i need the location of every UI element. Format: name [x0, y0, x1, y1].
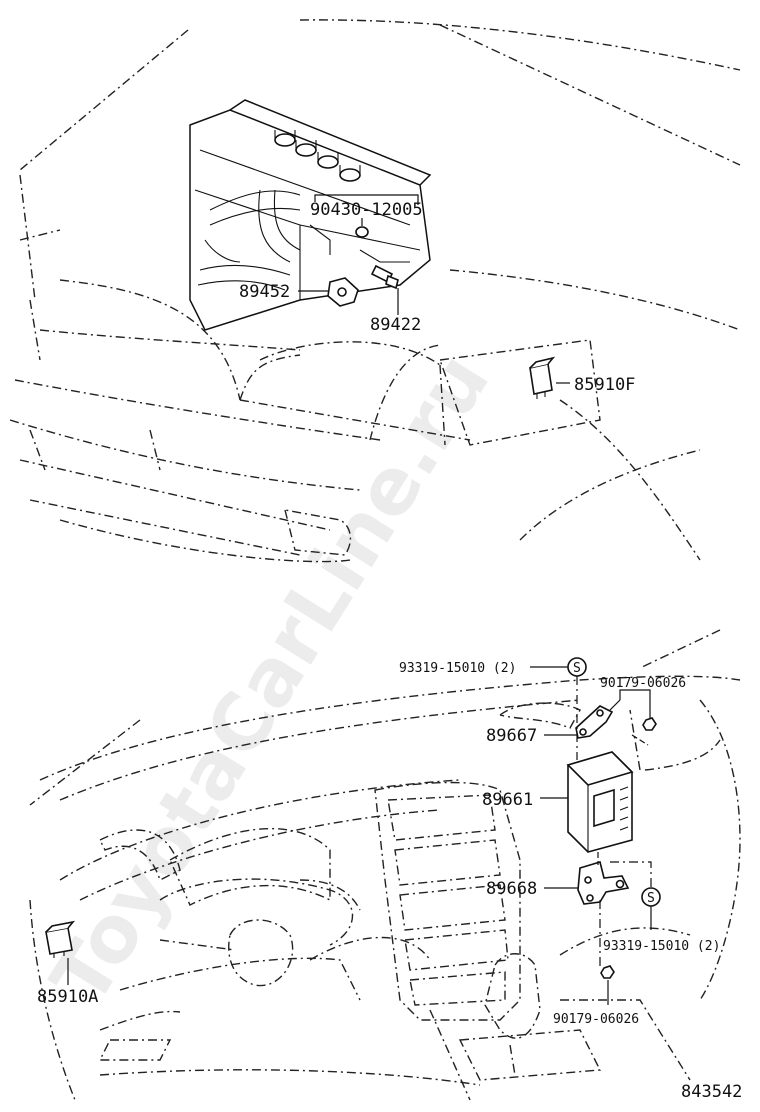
engine-leaders: [298, 194, 570, 384]
gasket-90430[interactable]: [355, 226, 369, 238]
relay-85910A[interactable]: [45, 920, 76, 958]
s-symbol-bottom-text: S: [647, 891, 655, 906]
dashboard-parts: S S: [45, 657, 661, 979]
label-89452: 89452: [239, 282, 290, 302]
dashboard-leaders: [67, 666, 652, 1005]
s-symbol-bottom: S: [641, 887, 661, 907]
module-89661[interactable]: [566, 751, 634, 853]
dashboard-illustration: [29, 629, 741, 1101]
label-93319-15010-top: 93319-15010 (2): [399, 661, 516, 676]
label-85910A: 85910A: [37, 987, 98, 1007]
relay-85910F[interactable]: [529, 356, 556, 399]
diagram-number: 843542: [681, 1082, 742, 1102]
temp-sensor-89422[interactable]: [370, 264, 399, 290]
knock-sensor-89452[interactable]: [327, 277, 359, 307]
engine-bay-illustration: [9, 19, 741, 563]
s-symbol-top-text: S: [573, 661, 581, 676]
label-89667: 89667: [486, 726, 537, 746]
label-85910F: 85910F: [574, 375, 635, 395]
label-90430-12005: 90430-12005: [310, 200, 423, 220]
s-symbol-top: S: [567, 657, 587, 677]
label-89661: 89661: [482, 790, 533, 810]
label-90179-06026-bottom: 90179-06026: [553, 1012, 639, 1027]
bracket-89668[interactable]: [577, 860, 630, 905]
bracket-89667[interactable]: [575, 705, 614, 739]
nut-90179-bottom[interactable]: [600, 965, 615, 979]
label-90179-06026-top: 90179-06026: [600, 676, 686, 691]
label-93319-15010-bottom: 93319-15010 (2): [603, 939, 720, 954]
label-89422: 89422: [370, 315, 421, 335]
engine-parts: [327, 226, 556, 399]
label-89668: 89668: [486, 879, 537, 899]
nut-90179-top[interactable]: [642, 717, 657, 731]
watermark: ToyotaCarLine.ru: [35, 338, 508, 1020]
